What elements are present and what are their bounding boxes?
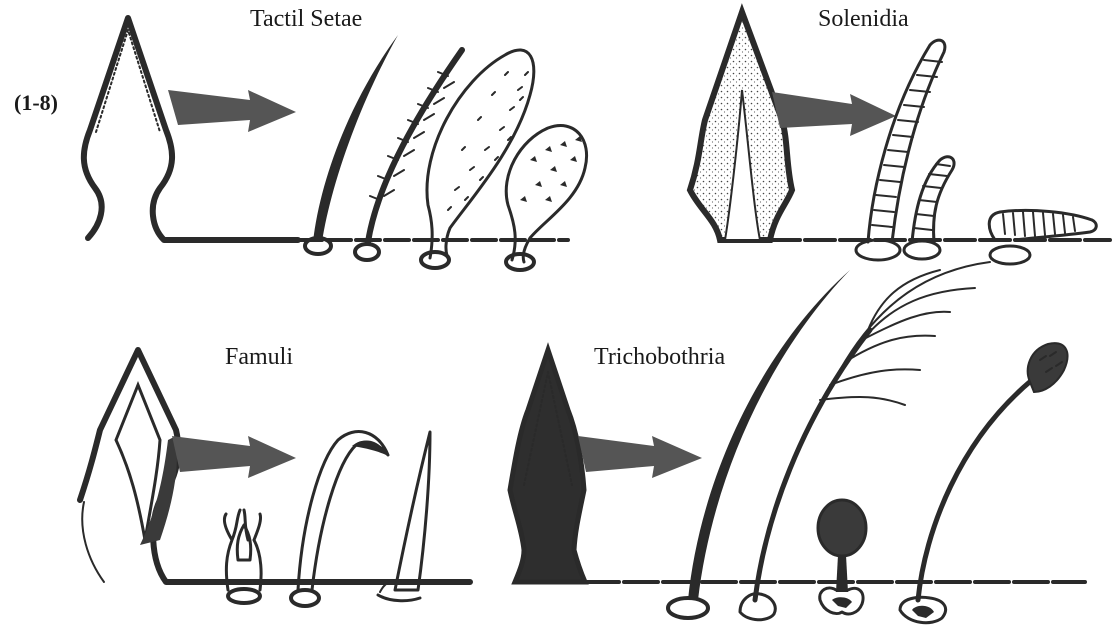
solenidia-schematic-seta bbox=[690, 12, 792, 240]
solenidia-arrow bbox=[772, 92, 896, 136]
tactile-schematic-seta bbox=[84, 18, 298, 240]
solenidion-recumbent bbox=[989, 210, 1096, 264]
trichobothria-arrow bbox=[578, 436, 702, 478]
famulus-conical bbox=[378, 432, 430, 601]
trichobothrium-bulbous bbox=[818, 500, 866, 614]
famuli-panel bbox=[80, 350, 470, 606]
tactile-clavate-seta bbox=[506, 126, 587, 270]
famulus-crown bbox=[224, 510, 261, 603]
solenidion-short bbox=[904, 157, 954, 259]
tactile-simple-seta bbox=[305, 35, 398, 254]
trichobothria-schematic-seta bbox=[510, 350, 585, 582]
famuli-arrow bbox=[172, 436, 296, 478]
solenidia-panel bbox=[690, 12, 1110, 264]
trichobothrium-plumose bbox=[740, 262, 990, 620]
tactile-arrow bbox=[168, 90, 296, 132]
tactile-setae-panel bbox=[84, 18, 587, 270]
solenidion-long bbox=[856, 40, 945, 260]
trichobothria-panel bbox=[510, 262, 1085, 623]
